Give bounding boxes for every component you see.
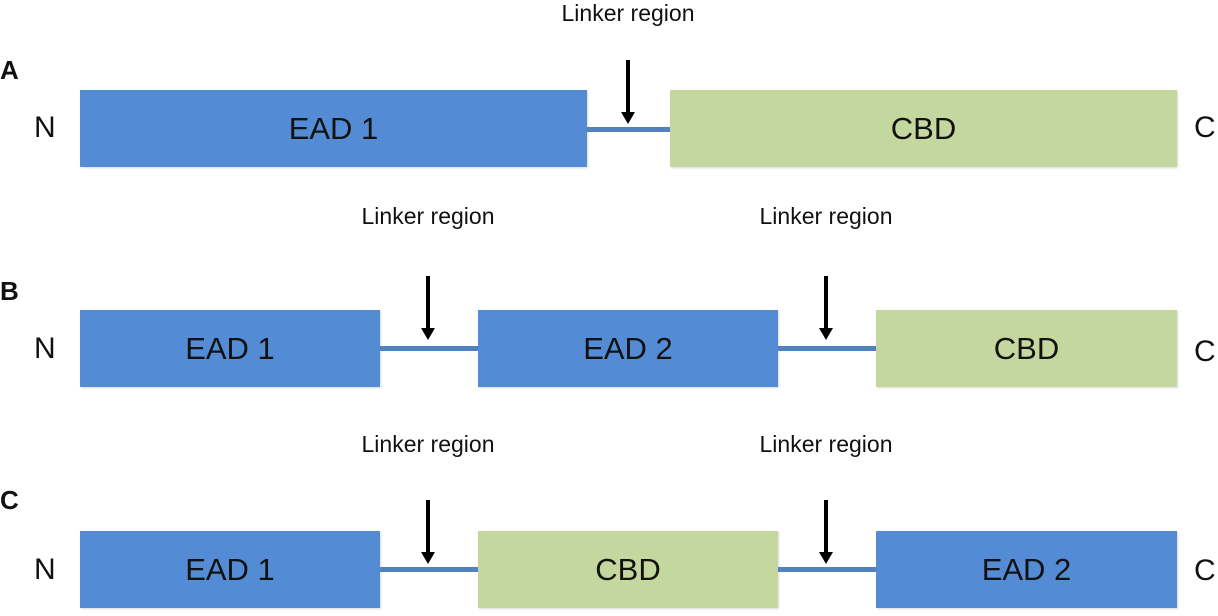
domain-ead1: EAD 1 — [80, 310, 380, 387]
panel-label: A — [0, 55, 19, 85]
domain-ead1: EAD 1 — [80, 531, 380, 608]
domain-cbd: CBD — [876, 310, 1177, 387]
linker-label: Linker region — [759, 431, 893, 457]
down-arrow-icon — [421, 276, 435, 340]
n-terminus: N — [34, 111, 56, 144]
down-arrow-icon — [621, 60, 635, 124]
linker-label: Linker region — [759, 203, 893, 229]
domain-cbd: CBD — [670, 90, 1177, 167]
c-terminus: C — [1194, 335, 1216, 368]
n-terminus: N — [34, 332, 56, 365]
domain-cbd: CBD — [478, 531, 778, 608]
linker-line — [587, 127, 670, 132]
domain-ead2: EAD 2 — [478, 310, 778, 387]
domain-ead1: EAD 1 — [80, 90, 587, 167]
c-terminus: C — [1194, 111, 1216, 144]
down-arrow-icon — [819, 500, 833, 564]
panel-label: C — [0, 485, 19, 515]
linker-label: Linker region — [561, 0, 695, 26]
panel-label: B — [0, 276, 19, 306]
linker-line — [778, 346, 876, 351]
c-terminus: C — [1194, 554, 1216, 587]
down-arrow-icon — [819, 276, 833, 340]
down-arrow-icon — [421, 500, 435, 564]
n-terminus: N — [34, 553, 56, 586]
linker-line — [380, 346, 478, 351]
linker-line — [380, 567, 478, 572]
linker-label: Linker region — [361, 431, 495, 457]
linker-label: Linker region — [361, 203, 495, 229]
domain-ead2: EAD 2 — [876, 531, 1177, 608]
linker-line — [778, 567, 876, 572]
